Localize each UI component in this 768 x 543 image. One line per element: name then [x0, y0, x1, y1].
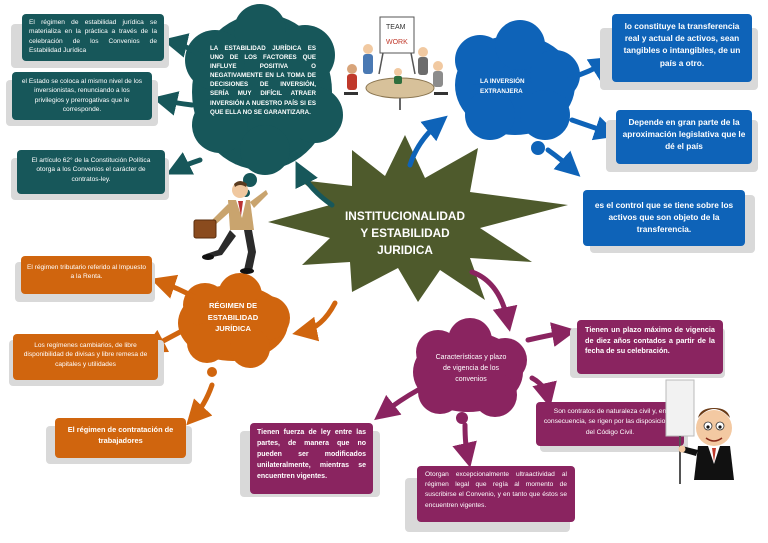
- arrow-teal-box2: [152, 91, 195, 116]
- arrow-center-to-teal: [295, 161, 335, 208]
- arrow-purple-box4: [374, 387, 421, 421]
- orange-box-tributario: El régimen tributario referido al Impues…: [21, 256, 152, 294]
- blue-box-transferencia: lo constituye la transferencia real y ac…: [612, 14, 752, 82]
- connector-arrows: [141, 33, 620, 468]
- purple-cloud-shape: [413, 318, 527, 424]
- board-text-team: TEAM: [386, 24, 406, 31]
- central-title: INSTITUCIONALIDAD Y ESTABILIDAD JURIDICA: [345, 209, 465, 257]
- arrow-orange-box3: [186, 382, 215, 426]
- arrow-center-to-blue: [407, 115, 448, 168]
- teal-box-estado: el Estado se coloca al mismo nivel de lo…: [12, 72, 152, 120]
- arrow-orange-box1: [150, 274, 199, 301]
- running-businessman-illustration: [193, 181, 268, 274]
- purple-box-ultraactividad: Otorgan excepcionalmente ultraactividad …: [417, 466, 575, 522]
- blue-box-legislativa: Depende en gran parte de la aproximación…: [616, 110, 752, 164]
- cartoon-man-sign-illustration: [665, 379, 734, 484]
- blue-cloud-text: LA INVERSIÓN EXTRANJERA: [480, 78, 525, 95]
- teal-box-convenios: El régimen de estabilidad jurídica se ma…: [22, 14, 164, 61]
- arrow-purple-box3: [452, 422, 477, 468]
- teal-cloud-text: LA ESTABILIDAD JURÍDICA ES UNO DE LOS FA…: [210, 45, 316, 116]
- board-text-work: WORK: [386, 39, 408, 46]
- orange-cloud-shape: [178, 273, 290, 377]
- orange-cloud-text: RÉGIMEN DE ESTABILIDAD JURÍDICA: [207, 301, 259, 333]
- purple-box-plazo: Tienen un plazo máximo de vigencia de di…: [577, 320, 723, 374]
- orange-box-cambiarios: Los regímenes cambiarios, de libre dispo…: [13, 334, 158, 380]
- teal-cloud-shape: [185, 4, 343, 197]
- central-star-shape: [268, 135, 568, 302]
- teamwork-meeting-illustration: TEAM WORK: [344, 16, 448, 110]
- arrow-center-to-purple: [469, 269, 518, 332]
- arrow-purple-box2: [529, 375, 557, 408]
- arrow-center-to-orange: [292, 300, 338, 342]
- arrow-purple-box1: [525, 322, 577, 347]
- teal-box-articulo: El artículo 62° de la Constitución Polít…: [17, 150, 165, 194]
- purple-box-fuerza-ley: Tienen fuerza de ley entre las partes, d…: [250, 423, 373, 494]
- purple-box-civil: Son contratos de naturaleza civil y, en …: [536, 402, 684, 446]
- blue-box-control: es el control que se tiene sobre los act…: [583, 190, 745, 246]
- arrow-blue-box2: [569, 116, 620, 141]
- arrow-teal-box1: [162, 33, 203, 58]
- blue-cloud-shape: [455, 20, 580, 155]
- arrow-teal-box3: [166, 152, 203, 175]
- orange-box-contratacion: El régimen de contratación de trabajador…: [55, 418, 186, 458]
- arrow-blue-box3: [545, 147, 581, 177]
- purple-cloud-text: Características y plazo de vigencia de l…: [435, 354, 507, 383]
